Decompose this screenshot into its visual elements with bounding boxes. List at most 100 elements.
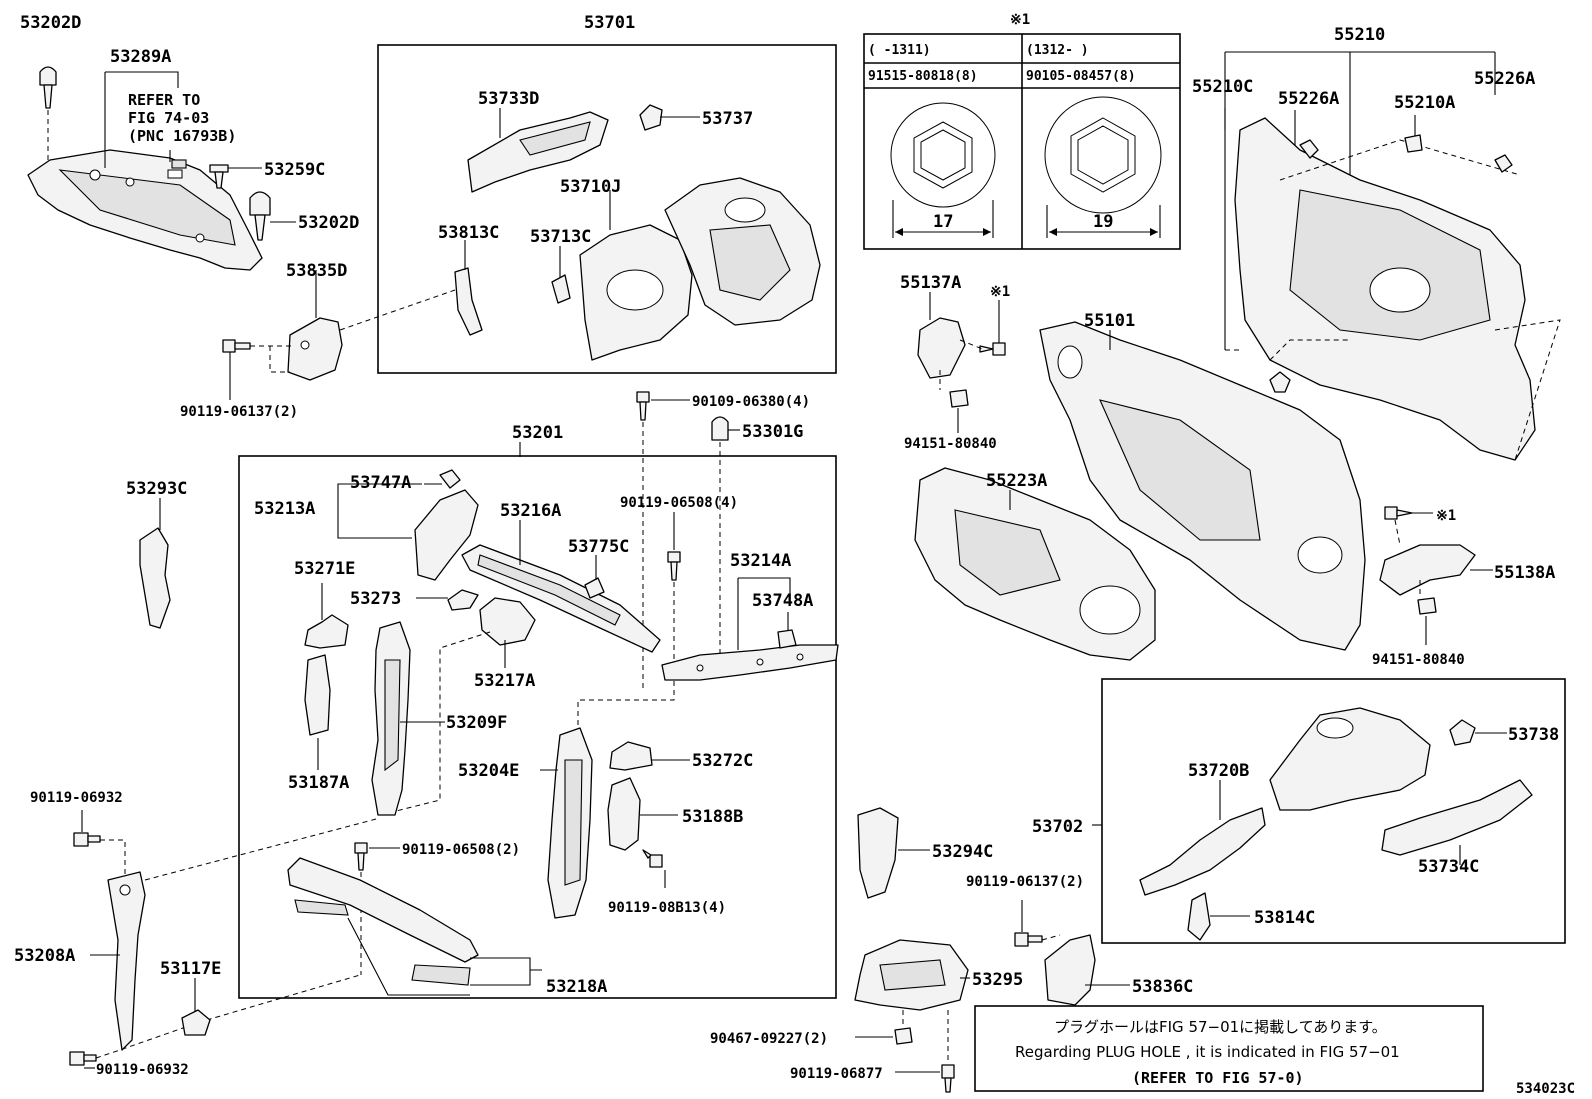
bolt-90119-08B13 <box>642 849 663 868</box>
bracket-53738 <box>1449 719 1476 746</box>
bracket-53836C <box>1044 934 1096 1006</box>
label-90119-06877: 90119-06877 <box>790 1066 883 1082</box>
table-col1-part: 91515-80818(8) <box>868 69 978 84</box>
label-53271E: 53271E <box>294 559 355 579</box>
bolt-90119-06137-right <box>1014 932 1043 947</box>
panel-53720B <box>1139 807 1266 896</box>
label-55223A: 55223A <box>986 471 1047 491</box>
lead-53218A <box>470 957 542 986</box>
refer-line-1: REFER TO <box>128 91 200 109</box>
label-94151-80840-b: 94151-80840 <box>1372 652 1465 668</box>
clip-55226A-b <box>1494 154 1513 173</box>
label-53187A: 53187A <box>288 773 349 793</box>
label-53259C: 53259C <box>264 160 325 180</box>
note-line-ref: (REFER TO FIG 57-0) <box>1132 1069 1304 1087</box>
label-55138A: 55138A <box>1494 563 1555 583</box>
box-53702 <box>1101 678 1566 944</box>
label-53188B: 53188B <box>682 807 743 827</box>
clip-53202D-mid <box>249 191 271 241</box>
label-55226A-a: 55226A <box>1278 89 1339 109</box>
label-53204E: 53204E <box>458 761 519 781</box>
dash-14 <box>1279 139 1521 181</box>
bracket-53271E <box>304 614 349 649</box>
label-90119-08B13: 90119-08B13(4) <box>608 900 726 916</box>
refer-line-2: FIG 74-03 <box>128 109 209 127</box>
bracket-53188B <box>607 777 641 851</box>
bracket-53814C <box>1187 892 1211 941</box>
lead-55210 <box>1224 51 1496 350</box>
rail-53209F <box>371 621 411 816</box>
figure-code: 534023C <box>1516 1081 1575 1097</box>
bracket-53775C <box>584 577 605 599</box>
dash-2 <box>250 345 292 373</box>
mark-1-top: ※1 <box>1010 12 1030 28</box>
label-53835D: 53835D <box>286 261 347 281</box>
lead-53213A <box>337 483 422 539</box>
label-90119-06932-top: 90119-06932 <box>30 790 123 806</box>
dash-10 <box>144 817 381 881</box>
note-line-en: Regarding PLUG HOLE , it is indicated in… <box>1015 1043 1400 1061</box>
label-53301G: 53301G <box>742 422 803 442</box>
label-53117E: 53117E <box>160 959 221 979</box>
bracket-55138A <box>1379 544 1476 596</box>
label-plate <box>171 159 187 169</box>
bracket-53117E <box>181 1009 211 1036</box>
member-53218A <box>287 857 479 986</box>
bracket-53713C <box>551 274 571 304</box>
mark-1-a: ※1 <box>990 284 1010 300</box>
label-94151-80840-a: 94151-80840 <box>904 436 997 452</box>
spec-table <box>863 33 1181 250</box>
table-col2-part: 90105-08457(8) <box>1026 69 1136 84</box>
label-90119-06932-bot: 90119-06932 <box>96 1062 189 1078</box>
bolt-90119-06508-2 <box>354 842 368 871</box>
label-53713C: 53713C <box>530 227 591 247</box>
nut-94151-80840-b <box>1417 597 1437 615</box>
bracket-53295 <box>854 939 969 1011</box>
label-53813C: 53813C <box>438 223 499 243</box>
bracket-53813C <box>454 267 483 336</box>
apron-53710J <box>579 177 821 361</box>
label-53216A: 53216A <box>500 501 561 521</box>
panel-53734C <box>1381 779 1533 856</box>
panel-53213A <box>414 489 479 581</box>
clip-55210A <box>1404 134 1423 153</box>
dash-11 <box>95 974 361 1059</box>
label-53213A: 53213A <box>254 499 315 519</box>
dash-13 <box>1225 319 1561 461</box>
label-90119-06137-right: 90119-06137(2) <box>966 874 1084 890</box>
bracket-53294C <box>857 807 899 899</box>
member-53214A <box>661 644 839 681</box>
box-53701 <box>377 44 837 374</box>
label-53748A: 53748A <box>752 591 813 611</box>
insulator-55210 <box>1234 117 1536 461</box>
bracket-53273 <box>447 589 479 611</box>
bracket-53187A <box>304 654 331 736</box>
clip-55210C <box>1269 371 1291 393</box>
rail-53204E <box>547 727 593 919</box>
label-53218A: 53218A <box>546 977 607 997</box>
label-53293C: 53293C <box>126 479 187 499</box>
dash-panel-55101 <box>1039 321 1366 651</box>
label-55101: 55101 <box>1084 311 1135 331</box>
bracket-53293C <box>139 527 171 629</box>
bolt-90119-06877 <box>941 1064 955 1093</box>
label-53710J: 53710J <box>560 177 621 197</box>
dash-3 <box>339 289 456 331</box>
bracket-53217A <box>479 597 536 646</box>
bolt-90119-06932-bot <box>69 1051 97 1066</box>
dash-9 <box>100 839 126 880</box>
clip-53259C <box>209 164 229 189</box>
table-col2-range: (1312- ) <box>1026 43 1089 58</box>
apron-53702 <box>1269 707 1431 811</box>
label-55137A: 55137A <box>900 273 961 293</box>
label-53737: 53737 <box>702 109 753 129</box>
bracket-53272C <box>609 741 653 771</box>
label-90119-06137-left: 90119-06137(2) <box>180 404 298 420</box>
member-53216A <box>461 544 661 653</box>
clip-55226A-a <box>1299 139 1319 159</box>
table-col1-range: ( -1311) <box>868 43 931 58</box>
note-box <box>974 1005 1484 1092</box>
dash-17 <box>1041 934 1061 941</box>
bracket-53737 <box>639 104 663 131</box>
